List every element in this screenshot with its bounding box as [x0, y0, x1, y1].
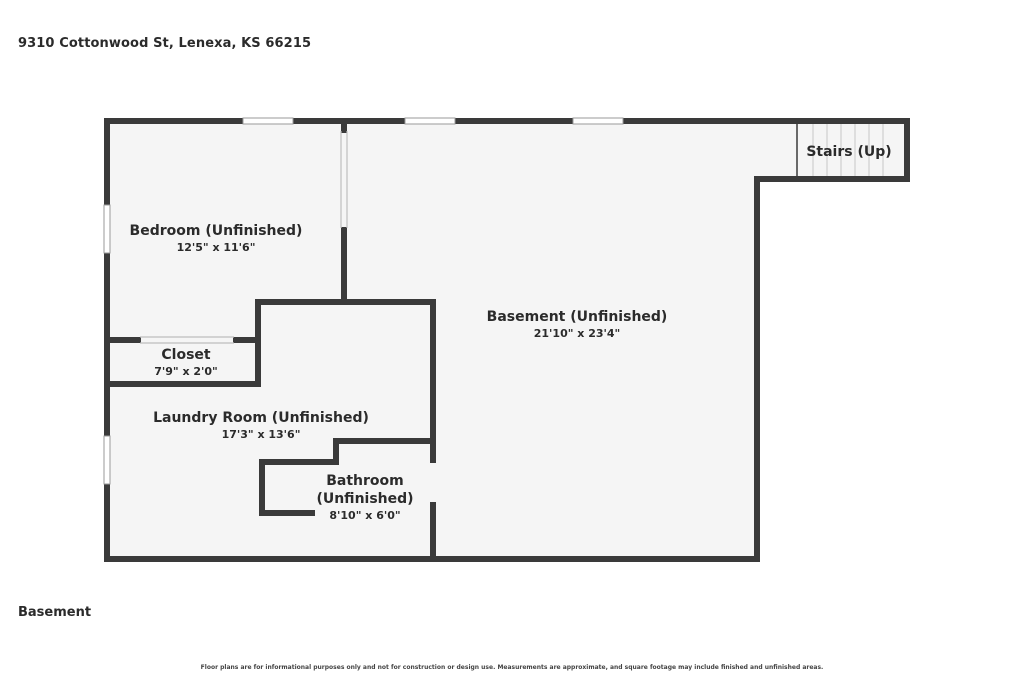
- exterior-wall: [104, 118, 910, 562]
- room-dims-bedroom: 12'5" x 11'6": [177, 241, 256, 254]
- floor-level-label: Basement: [18, 605, 92, 620]
- window-left-2: [103, 435, 111, 485]
- bathroom-wall: [259, 438, 436, 516]
- window-top-1: [242, 117, 294, 125]
- room-name-basement: Basement (Unfinished): [487, 309, 668, 325]
- room-dims-bathroom: 8'10" x 6'0": [329, 509, 400, 522]
- room-dims-laundry: 17'3" x 13'6": [222, 428, 301, 441]
- room-name-laundry: Laundry Room (Unfinished): [153, 410, 369, 426]
- room-dims-closet: 7'9" x 2'0": [154, 365, 218, 378]
- room-name-bathroom-line2: (Unfinished): [316, 491, 413, 507]
- property-address: 9310 Cottonwood St, Lenexa, KS 66215: [18, 36, 312, 51]
- room-dims-basement: 21'10" x 23'4": [534, 327, 621, 340]
- room-name-stairs: Stairs (Up): [806, 144, 891, 160]
- room-name-bedroom: Bedroom (Unfinished): [130, 223, 303, 239]
- floor-area: [107, 121, 907, 559]
- disclaimer-text: Floor plans are for informational purpos…: [200, 664, 824, 671]
- stairs-treads: [812, 124, 884, 176]
- room-name-closet: Closet: [161, 347, 211, 363]
- room-name-bathroom-line1: Bathroom: [326, 473, 404, 489]
- window-top-3: [572, 117, 624, 125]
- window-top-2: [404, 117, 456, 125]
- window-left-1: [103, 204, 111, 254]
